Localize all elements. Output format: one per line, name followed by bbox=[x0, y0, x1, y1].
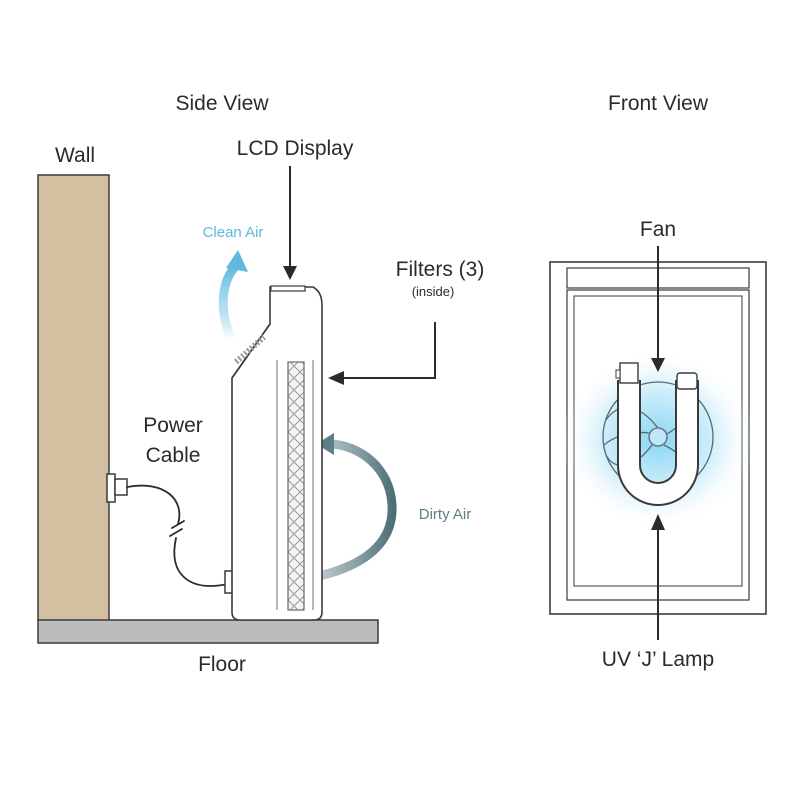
dirty-air-label: Dirty Air bbox=[419, 506, 472, 523]
power-cable bbox=[126, 484, 229, 587]
filter-stack bbox=[287, 361, 305, 611]
uv-j-lamp bbox=[615, 362, 699, 506]
clean-air-arrow bbox=[218, 250, 248, 342]
floor-label: Floor bbox=[198, 653, 246, 676]
filters-label: Filters (3) bbox=[396, 258, 485, 281]
wall-outlet bbox=[106, 473, 128, 503]
clean-air-label: Clean Air bbox=[203, 224, 264, 241]
front-view-title: Front View bbox=[608, 92, 709, 115]
power-cable-label-line2: Cable bbox=[146, 444, 201, 467]
uv-lamp-label: UV ‘J’ Lamp bbox=[602, 648, 714, 671]
lcd-display-label: LCD Display bbox=[237, 137, 354, 160]
power-cable-label-line1: Power bbox=[143, 414, 203, 437]
lcd-display-pointer bbox=[283, 166, 297, 280]
floor bbox=[37, 619, 379, 644]
fan-pointer bbox=[651, 246, 665, 372]
wall bbox=[37, 174, 110, 622]
wall-label: Wall bbox=[55, 144, 95, 167]
side-view-title: Side View bbox=[175, 92, 269, 115]
uv-lamp-pointer bbox=[651, 514, 665, 640]
filters-pointer bbox=[328, 322, 436, 385]
fan-label: Fan bbox=[640, 218, 676, 241]
filters-note: (inside) bbox=[412, 284, 455, 299]
purifier-side-unit bbox=[231, 285, 323, 621]
